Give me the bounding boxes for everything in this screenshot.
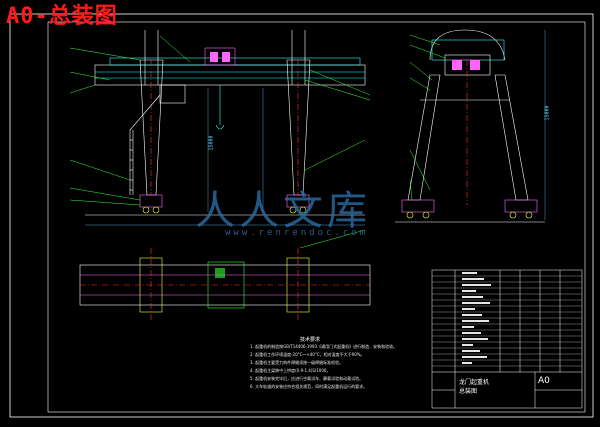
front-elevation bbox=[85, 30, 366, 226]
note-item: 6. 大车轨道的安装应符合相关规范，同时满足起重机运行的要求。 bbox=[250, 384, 368, 389]
note-item: 1. 起重机的制造按GB/T14406-1993《通用门式起重机》进行制造、安装… bbox=[250, 344, 398, 349]
parts-row-glyphs bbox=[462, 302, 490, 304]
title-block-code: A0 bbox=[538, 376, 550, 386]
note-item: 4. 起重机主梁跨中上拱度(0.9-1.4)S/1000。 bbox=[250, 368, 331, 373]
parts-row-glyphs bbox=[462, 272, 477, 274]
parts-list-fill bbox=[462, 272, 491, 364]
side-elevation bbox=[395, 29, 546, 223]
note-item: 5. 起重机安装完毕后，应进行空载试车、静载试验和动载试验。 bbox=[250, 376, 364, 381]
plan-view bbox=[79, 248, 371, 320]
parts-row-glyphs bbox=[462, 338, 488, 340]
parts-row-glyphs bbox=[462, 332, 481, 334]
parts-row-glyphs bbox=[462, 344, 473, 346]
parts-row-glyphs bbox=[462, 278, 484, 280]
parts-row-glyphs bbox=[462, 320, 489, 322]
parts-row-glyphs bbox=[462, 326, 474, 328]
parts-row-glyphs bbox=[462, 290, 476, 292]
inner-frame bbox=[47, 21, 586, 413]
parts-row-glyphs bbox=[462, 284, 491, 286]
dimension-height-side: 15000 bbox=[544, 105, 551, 121]
drawing-title: A0-总装图 bbox=[6, 4, 118, 29]
front-leaders bbox=[69, 35, 371, 249]
parts-row-glyphs bbox=[462, 308, 475, 310]
note-item: 3. 起重机主要受力构件焊缝须按一级焊缝标准检验。 bbox=[250, 360, 344, 365]
parts-row-glyphs bbox=[462, 350, 480, 352]
title-block-name: 龙门起重机 bbox=[459, 379, 490, 386]
outer-frame bbox=[9, 13, 594, 418]
parts-list bbox=[431, 269, 583, 409]
parts-row-glyphs bbox=[462, 356, 487, 358]
parts-row-glyphs bbox=[462, 314, 482, 316]
parts-row-glyphs bbox=[462, 296, 483, 298]
watermark-text: 人人文库 bbox=[195, 188, 371, 234]
watermark-url: www.renrendoc.com bbox=[225, 228, 369, 238]
side-leaders bbox=[409, 34, 446, 201]
note-item: 2. 起重机工作环境温度-20°C～+40°C，相对湿度不大于90%。 bbox=[250, 352, 365, 357]
notes-heading: 技术要求 bbox=[300, 337, 321, 343]
parts-list-rows bbox=[432, 275, 582, 367]
title-block-subname: 总装图 bbox=[459, 388, 478, 395]
parts-row-glyphs bbox=[462, 362, 472, 364]
dimension-height-front: 15000 bbox=[208, 135, 215, 151]
